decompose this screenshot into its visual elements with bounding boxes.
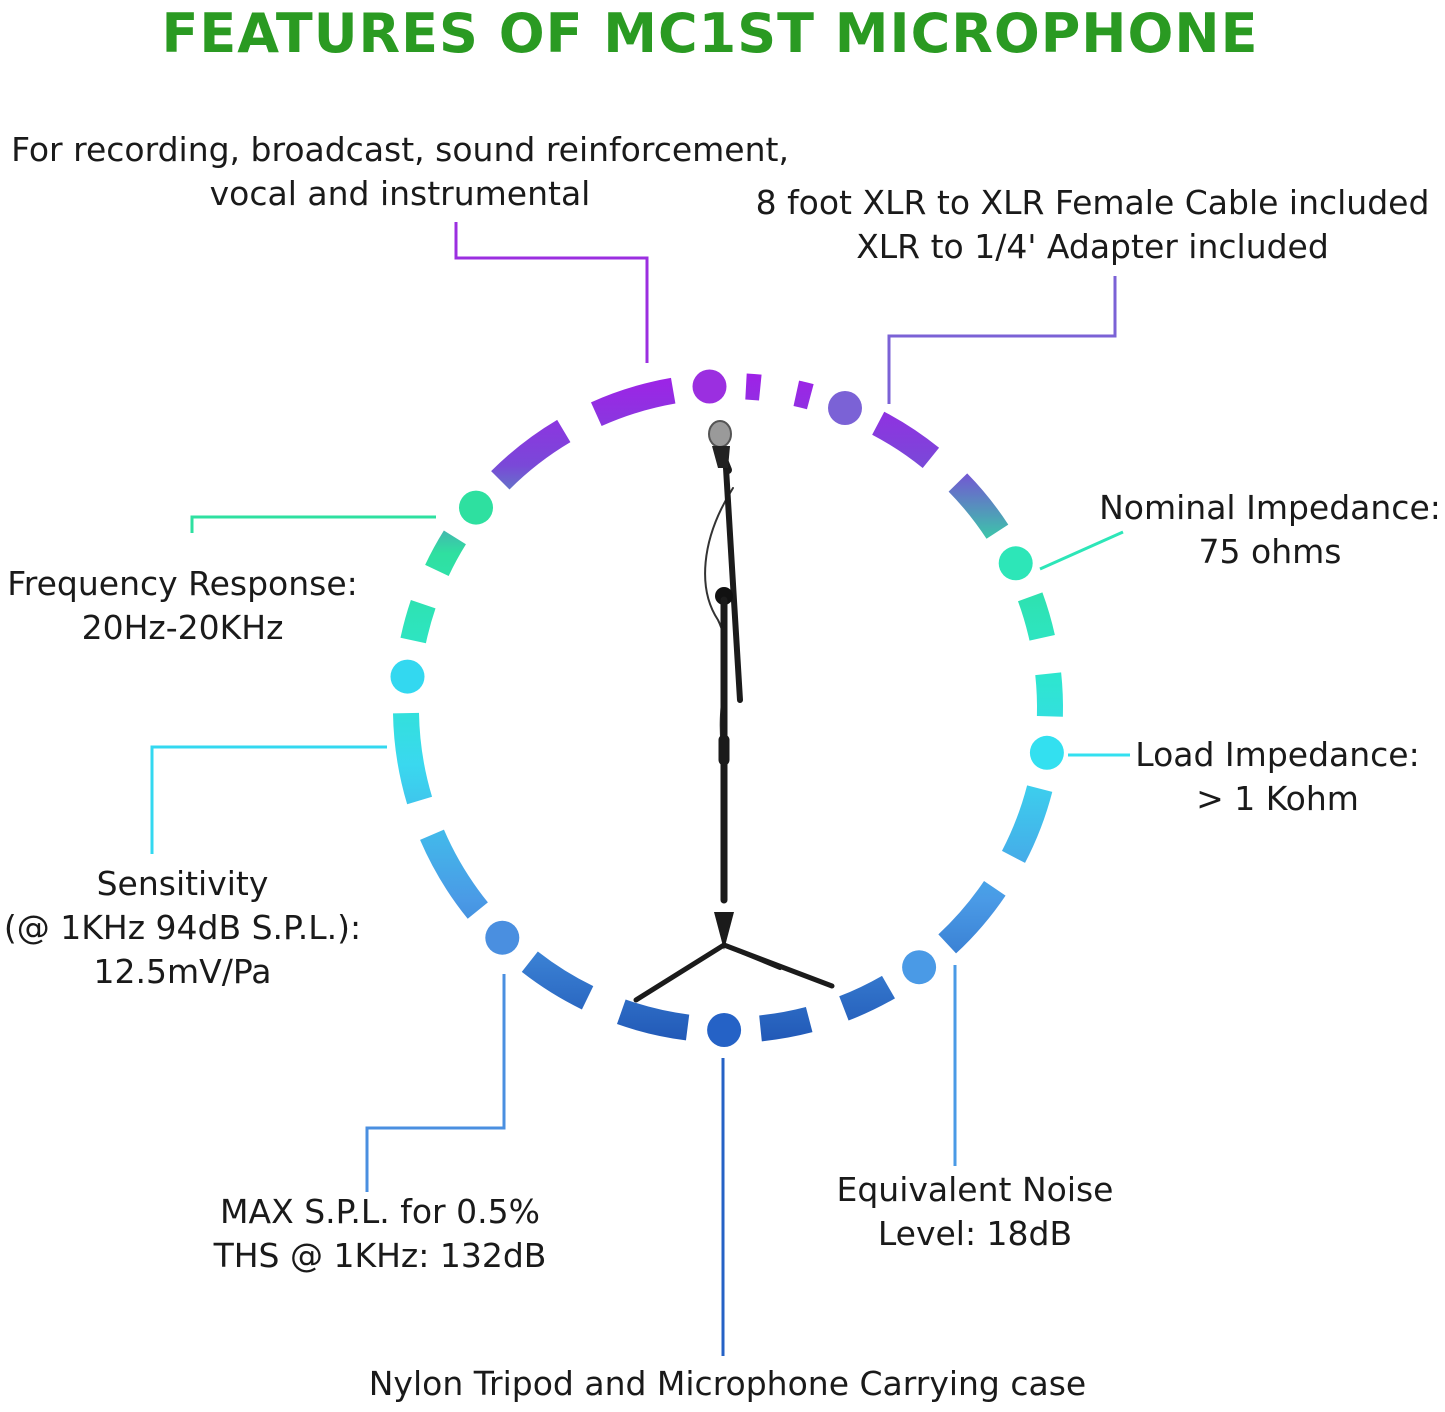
feature-label-line: 8 foot XLR to XLR Female Cable included <box>755 183 1430 222</box>
leader-line-nominal-impedance <box>1039 530 1124 571</box>
feature-label-line: (@ 1KHz 94dB S.P.L.): <box>3 908 362 947</box>
feature-label-line: > 1 Kohm <box>1196 779 1359 818</box>
ring-segment <box>425 530 467 577</box>
ring-segment <box>491 419 571 490</box>
feature-label-load-impedance: Load Impedance: > 1 Kohm <box>1125 733 1430 821</box>
ring-segment <box>1017 592 1055 641</box>
ring-segment <box>1035 672 1064 717</box>
feature-label-applications: For recording, broadcast, sound reinforc… <box>0 128 800 216</box>
feature-dot-noise-level <box>902 950 937 985</box>
feature-label-line: 12.5mV/Pa <box>93 952 272 991</box>
ring-segment <box>938 880 1006 954</box>
feature-dot-cable <box>828 391 862 425</box>
feature-label-line: 75 ohms <box>1198 532 1342 571</box>
feature-label-tripod-case: Nylon Tripod and Microphone Carrying cas… <box>330 1362 1125 1406</box>
feature-dot-tripod-case <box>707 1013 742 1047</box>
ring-segment <box>393 712 433 805</box>
feature-dot-nominal-impedance <box>998 546 1033 581</box>
feature-dot-load-impedance <box>1029 735 1064 770</box>
feature-label-line: 20Hz-20KHz <box>81 608 284 647</box>
feature-label-line: Load Impedance: <box>1135 735 1420 774</box>
ring-segment <box>521 951 594 1010</box>
feature-label-line: MAX S.P.L. for 0.5% <box>220 1192 540 1231</box>
feature-dots <box>390 369 1064 1047</box>
ring-segment <box>745 373 762 401</box>
ring-segment <box>616 999 690 1041</box>
feature-label-line: Nylon Tripod and Microphone Carrying cas… <box>368 1364 1087 1403</box>
feature-label-line: For recording, broadcast, sound reinforc… <box>11 130 789 169</box>
feature-label-line: Level: 18dB <box>877 1214 1073 1253</box>
gradient-ring <box>393 373 1064 1042</box>
ring-segment <box>948 473 1009 539</box>
feature-dot-frequency-response <box>459 490 493 525</box>
feature-label-frequency-response: Frequency Response: 20Hz-20KHz <box>0 562 365 650</box>
ring-segment <box>758 1006 813 1042</box>
ring-segment <box>1001 785 1053 863</box>
feature-label-sensitivity: Sensitivity (@ 1KHz 94dB S.P.L.): 12.5mV/P… <box>0 862 365 994</box>
feature-label-line: Equivalent Noise <box>836 1170 1114 1209</box>
leader-lines <box>150 222 1130 1356</box>
microphone-stand-icon <box>633 420 835 1003</box>
feature-label-line: THS @ 1KHz: 132dB <box>213 1236 547 1275</box>
feature-label-max-spl: MAX S.P.L. for 0.5% THS @ 1KHz: 132dB <box>195 1190 565 1278</box>
feature-label-line: XLR to 1/4' Adapter included <box>856 227 1329 266</box>
ring-segment <box>420 829 489 919</box>
ring-segment <box>839 975 895 1021</box>
leader-line-applications <box>454 222 649 363</box>
feature-label-nominal-impedance: Nominal Impedance: 75 ohms <box>1085 486 1445 574</box>
feature-dot-max-spl <box>485 920 520 955</box>
feature-label-line: vocal and instrumental <box>209 174 591 213</box>
ring-segment <box>871 411 940 469</box>
ring-segment <box>400 600 436 644</box>
feature-dot-applications <box>692 369 727 404</box>
leader-line-sensitivity <box>150 745 387 854</box>
feature-label-line: Nominal Impedance: <box>1099 488 1441 527</box>
leader-line-frequency-response <box>190 515 436 533</box>
ring-segment <box>793 380 814 410</box>
ring-segment <box>590 377 676 427</box>
leader-line-max-spl <box>365 974 506 1192</box>
leader-line-cable <box>887 276 1117 404</box>
feature-label-line: Sensitivity <box>96 864 269 903</box>
page-title: FEATURES OF MC1ST MICROPHONE <box>161 2 1259 65</box>
feature-label-line: Frequency Response: <box>7 564 358 603</box>
feature-dot-sensitivity <box>390 659 425 694</box>
